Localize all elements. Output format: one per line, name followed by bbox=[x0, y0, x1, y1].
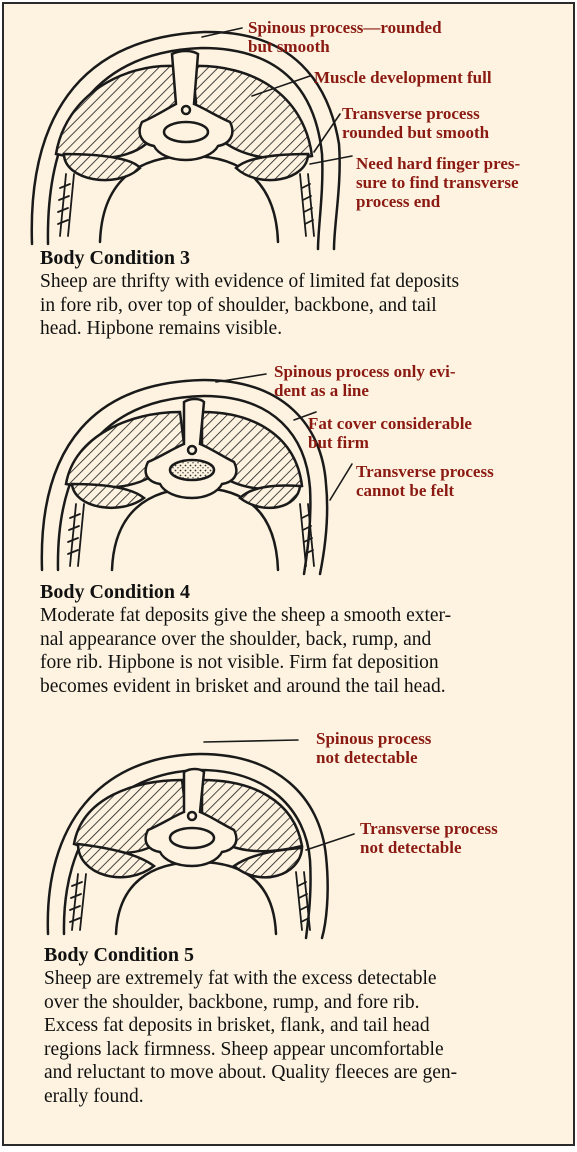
description-condition-3: Sheep are thrifty with evidence of limit… bbox=[40, 270, 459, 341]
annotation-finger-pressure-3: Need hard finger pres- sure to find tran… bbox=[356, 154, 520, 211]
annotation-spinous-process-4: Spinous process only evi- dent as a line bbox=[274, 362, 456, 400]
annotation-spinous-process-5: Spinous process not detectable bbox=[316, 729, 431, 767]
annotation-transverse-process-5: Transverse process not detectable bbox=[360, 819, 498, 857]
heading-condition-5: Body Condition 5 bbox=[44, 944, 194, 966]
description-condition-4: Moderate fat deposits give the sheep a s… bbox=[40, 604, 451, 698]
cross-section-condition-5 bbox=[48, 740, 354, 938]
annotation-spinous-process-3: Spinous process—rounded but smooth bbox=[248, 18, 442, 56]
cross-section-condition-3 bbox=[32, 28, 352, 249]
heading-condition-3: Body Condition 3 bbox=[40, 247, 190, 269]
cross-section-condition-4 bbox=[42, 374, 352, 574]
description-condition-5: Sheep are extremely fat with the excess … bbox=[44, 967, 457, 1108]
annotation-transverse-process-4: Transverse process cannot be felt bbox=[356, 462, 494, 500]
annotation-fat-cover-4: Fat cover considerable but firm bbox=[308, 414, 472, 452]
annotation-muscle-3: Muscle development full bbox=[314, 68, 492, 87]
heading-condition-4: Body Condition 4 bbox=[40, 581, 190, 603]
annotation-transverse-process-3: Transverse process rounded but smooth bbox=[342, 104, 489, 142]
